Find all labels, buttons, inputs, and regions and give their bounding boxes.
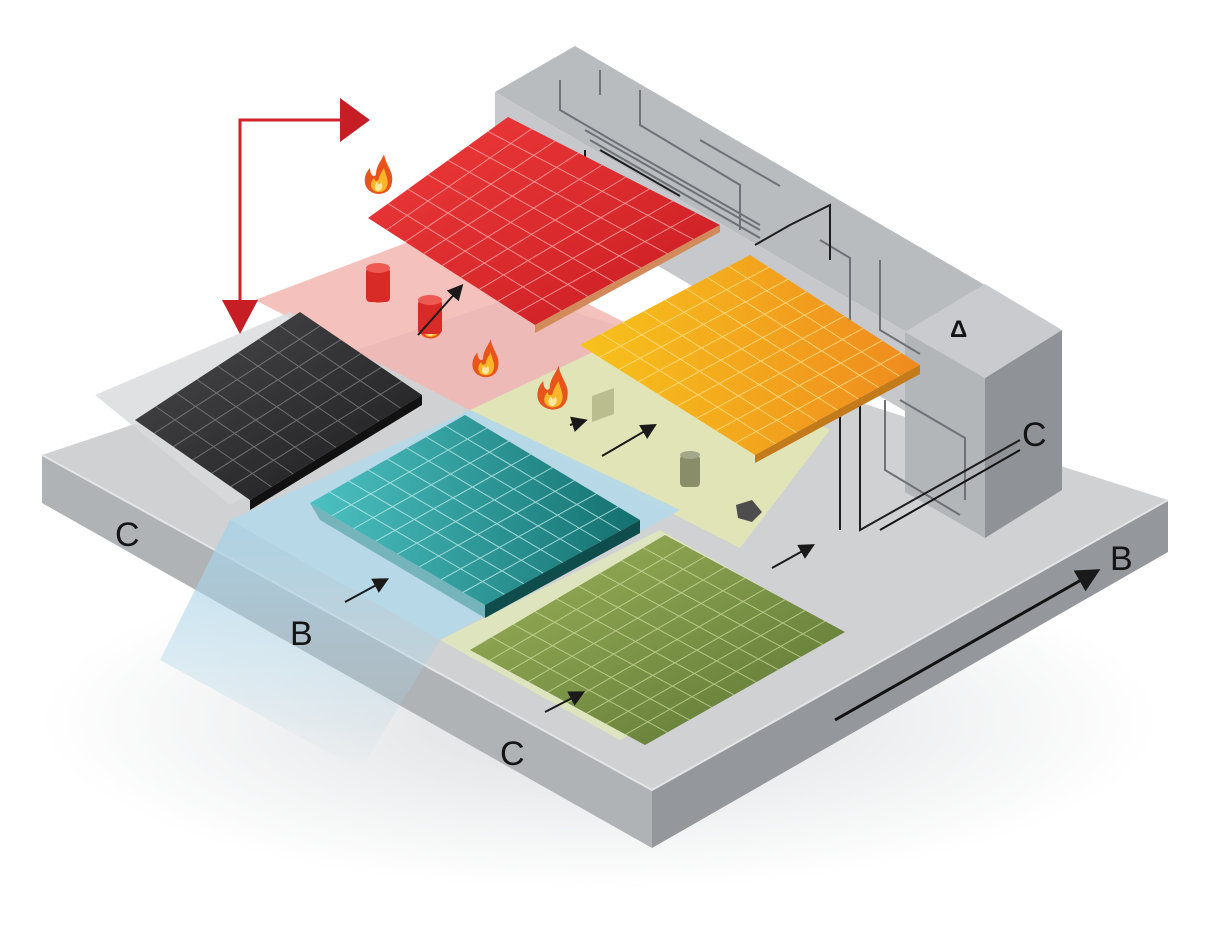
grid-line xyxy=(467,145,668,255)
grid-line xyxy=(715,340,883,431)
grid-line xyxy=(622,322,797,433)
grid-line xyxy=(419,480,575,568)
grid-line xyxy=(211,366,382,474)
grid-line xyxy=(447,159,641,269)
grid-line xyxy=(685,288,859,400)
blue-runoff xyxy=(160,520,440,770)
grid-line xyxy=(441,493,597,580)
grid-line xyxy=(676,315,845,407)
card-icon xyxy=(592,388,614,422)
grid-line xyxy=(407,188,589,297)
process-arrow xyxy=(238,118,340,300)
grid-line xyxy=(618,279,789,370)
grid-line xyxy=(728,265,900,377)
orange-panel xyxy=(580,255,920,463)
grid-line xyxy=(489,545,686,661)
dark-panel xyxy=(135,312,422,510)
grid-line xyxy=(625,620,826,735)
green-panel xyxy=(470,535,845,745)
grid-line xyxy=(491,636,668,733)
grid-line xyxy=(657,303,826,395)
label-right-top: C xyxy=(1022,416,1047,454)
grid-line xyxy=(404,140,556,243)
flow-arrow-icon xyxy=(771,544,815,569)
grid-line xyxy=(386,128,532,231)
grid-line xyxy=(487,130,694,240)
grid-line xyxy=(353,440,509,529)
canister-icon xyxy=(418,295,442,334)
grid-line xyxy=(479,188,650,290)
grid-line xyxy=(192,353,362,461)
grid-line xyxy=(586,599,786,714)
grid-line xyxy=(153,325,321,434)
grid-line xyxy=(423,152,579,255)
grid-line xyxy=(547,577,746,693)
grid-line xyxy=(556,598,735,696)
grid-line xyxy=(696,327,864,419)
flow-arrow-icon xyxy=(344,578,390,603)
teal-panel xyxy=(310,415,640,618)
flow-arrow-icon xyxy=(569,416,588,432)
grid-line xyxy=(638,291,807,383)
grid-line xyxy=(643,547,824,645)
label-right-edge: B xyxy=(1110,540,1133,578)
grid-line xyxy=(508,556,706,672)
grid-line xyxy=(331,427,488,517)
grid-line xyxy=(600,333,776,445)
red-panel xyxy=(368,117,720,333)
arrow-head-down xyxy=(222,300,258,334)
grid-line xyxy=(427,174,615,283)
flow-arrow-icon xyxy=(417,284,464,336)
grid-line xyxy=(605,610,806,725)
label-front-bottom: C xyxy=(500,735,525,773)
base-flow-arrow xyxy=(834,569,1101,722)
grid-line xyxy=(599,266,770,358)
grid-line xyxy=(462,506,619,593)
fire-icon xyxy=(537,365,568,410)
grid-line xyxy=(621,560,801,658)
flow-arrow-icon xyxy=(544,691,586,713)
grid-line xyxy=(528,566,726,683)
grid-line xyxy=(375,453,531,542)
grid-line xyxy=(534,611,712,708)
flow-arrow-icon xyxy=(601,423,657,457)
grid-line xyxy=(387,203,562,312)
label-front-center: B xyxy=(290,615,313,653)
right-connector-line xyxy=(879,449,1021,531)
arrow-head-right xyxy=(340,98,370,142)
grid-line xyxy=(441,164,603,266)
canister-icon xyxy=(366,263,390,302)
grid-line xyxy=(599,572,779,671)
grid-line xyxy=(664,299,838,411)
grid-line xyxy=(460,176,627,278)
grid-line xyxy=(578,585,757,683)
grid-line xyxy=(735,352,902,444)
fire-icon xyxy=(472,339,499,378)
label-left-edge: C xyxy=(115,516,140,554)
grid-line xyxy=(397,467,553,555)
grid-line xyxy=(497,200,674,302)
red-zone xyxy=(255,230,640,410)
grid-line xyxy=(707,277,880,388)
rock-icon xyxy=(736,500,762,522)
fire-icon xyxy=(364,154,393,194)
grid-line xyxy=(513,624,690,721)
label-marker: Δ xyxy=(950,316,967,343)
grid-line xyxy=(566,588,766,704)
grid-line xyxy=(173,339,341,448)
grid-line xyxy=(643,310,818,422)
grid-line xyxy=(230,380,402,488)
grid-line xyxy=(516,212,697,314)
canister-icon xyxy=(680,451,700,487)
